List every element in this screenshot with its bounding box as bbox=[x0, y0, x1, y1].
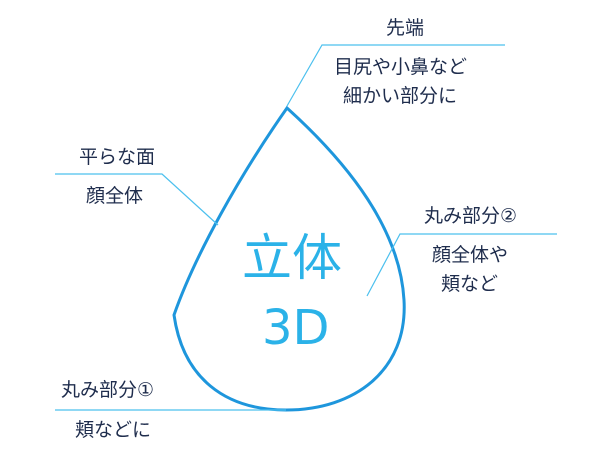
tip-title: 先端 bbox=[386, 17, 425, 39]
tip-line1: 目尻や小鼻など bbox=[334, 56, 468, 78]
center-title: 立体 bbox=[242, 229, 342, 287]
leader-line-round2 bbox=[366, 233, 557, 297]
center-subtitle: 3D bbox=[262, 300, 330, 356]
round2-line2: 頬など bbox=[441, 273, 499, 295]
round1-line1: 頬などに bbox=[75, 419, 152, 441]
round2-title: 丸み部分② bbox=[424, 205, 518, 227]
leader-line-tip bbox=[286, 44, 505, 107]
round1-title: 丸み部分① bbox=[61, 379, 155, 401]
drop-outline bbox=[172, 105, 406, 412]
flat-title: 平らな面 bbox=[79, 146, 156, 168]
tip-line2: 細かい部分に bbox=[343, 85, 458, 107]
flat-line1: 顔全体 bbox=[86, 185, 144, 207]
round2-line1: 顔全体や bbox=[432, 244, 509, 266]
leader-line-flat bbox=[55, 173, 219, 226]
